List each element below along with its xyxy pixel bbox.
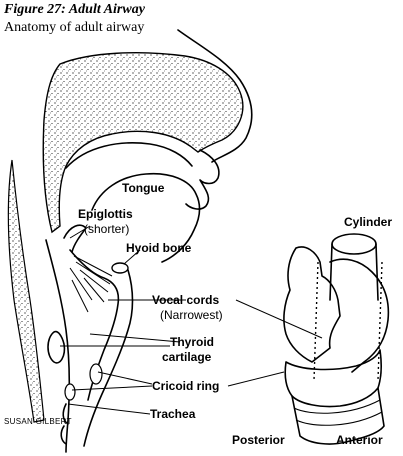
cylinder-model xyxy=(283,233,390,445)
tongue-outline xyxy=(91,172,201,263)
larynx-outline xyxy=(69,249,120,401)
leader-hyoid xyxy=(123,249,141,265)
larynx-fibers xyxy=(69,255,113,313)
posterior-pharynx-tissue xyxy=(7,159,45,423)
cylinder-cricoid-band xyxy=(284,349,383,397)
trachea-rings xyxy=(60,403,69,445)
artist-credit: SUSAN GILBERT xyxy=(4,417,72,426)
leader-cricoid-2 xyxy=(71,385,153,391)
cylinder-body xyxy=(329,243,379,301)
label-epiglottis: Epiglottis xyxy=(78,207,133,221)
label-tongue: Tongue xyxy=(122,181,165,195)
hyoid-bone-shape xyxy=(111,262,129,274)
airway-wall-back xyxy=(45,239,71,453)
leader-thyroid xyxy=(89,333,181,343)
label-posterior: Posterior xyxy=(232,433,285,447)
palate-arc xyxy=(65,142,193,169)
cylinder-hidden-lines xyxy=(313,261,383,381)
lip-profile xyxy=(185,149,220,210)
leader-lines xyxy=(60,225,323,415)
leader-epiglottis xyxy=(69,225,91,239)
figure-title: Figure 27: Adult Airway xyxy=(4,2,145,17)
label-thyroid-1: Thyroid xyxy=(170,335,214,349)
cylinder-thyroid-wing xyxy=(283,246,341,363)
label-thyroid-2: cartilage xyxy=(162,350,212,364)
leader-cricoid-1 xyxy=(97,371,153,385)
airway-wall-front xyxy=(83,269,134,447)
epiglottis-shape xyxy=(63,224,87,253)
label-anterior: Anterior xyxy=(336,433,383,447)
thyroid-cartilage-shape xyxy=(47,330,66,364)
leader-vocal-cords-cylinder xyxy=(235,299,323,339)
label-vocal-cords-note: (Narrowest) xyxy=(160,308,223,322)
head-section xyxy=(7,29,253,453)
cylinder-trachea-rings xyxy=(293,399,383,426)
label-cricoid-ring: Cricoid ring xyxy=(152,379,219,393)
label-epiglottis-note: (shorter) xyxy=(84,222,129,236)
cricoid-ring-shape-lower xyxy=(64,383,76,401)
cylinder-trachea xyxy=(291,387,385,445)
label-hyoid-bone: Hyoid bone xyxy=(126,241,192,255)
head-outline xyxy=(177,29,253,163)
figure-subtitle: Anatomy of adult airway xyxy=(4,20,145,35)
leader-cricoid-cylinder xyxy=(227,371,285,387)
cricoid-ring-shape-upper xyxy=(89,363,103,385)
label-vocal-cords: Vocal cords xyxy=(152,293,219,307)
cylinder-right-wing xyxy=(329,258,390,373)
nasal-palate-tissue xyxy=(42,52,244,234)
label-cylinder: Cylinder xyxy=(344,215,392,229)
leader-trachea xyxy=(67,403,151,415)
cylinder-top xyxy=(331,233,377,255)
label-trachea: Trachea xyxy=(150,407,196,421)
